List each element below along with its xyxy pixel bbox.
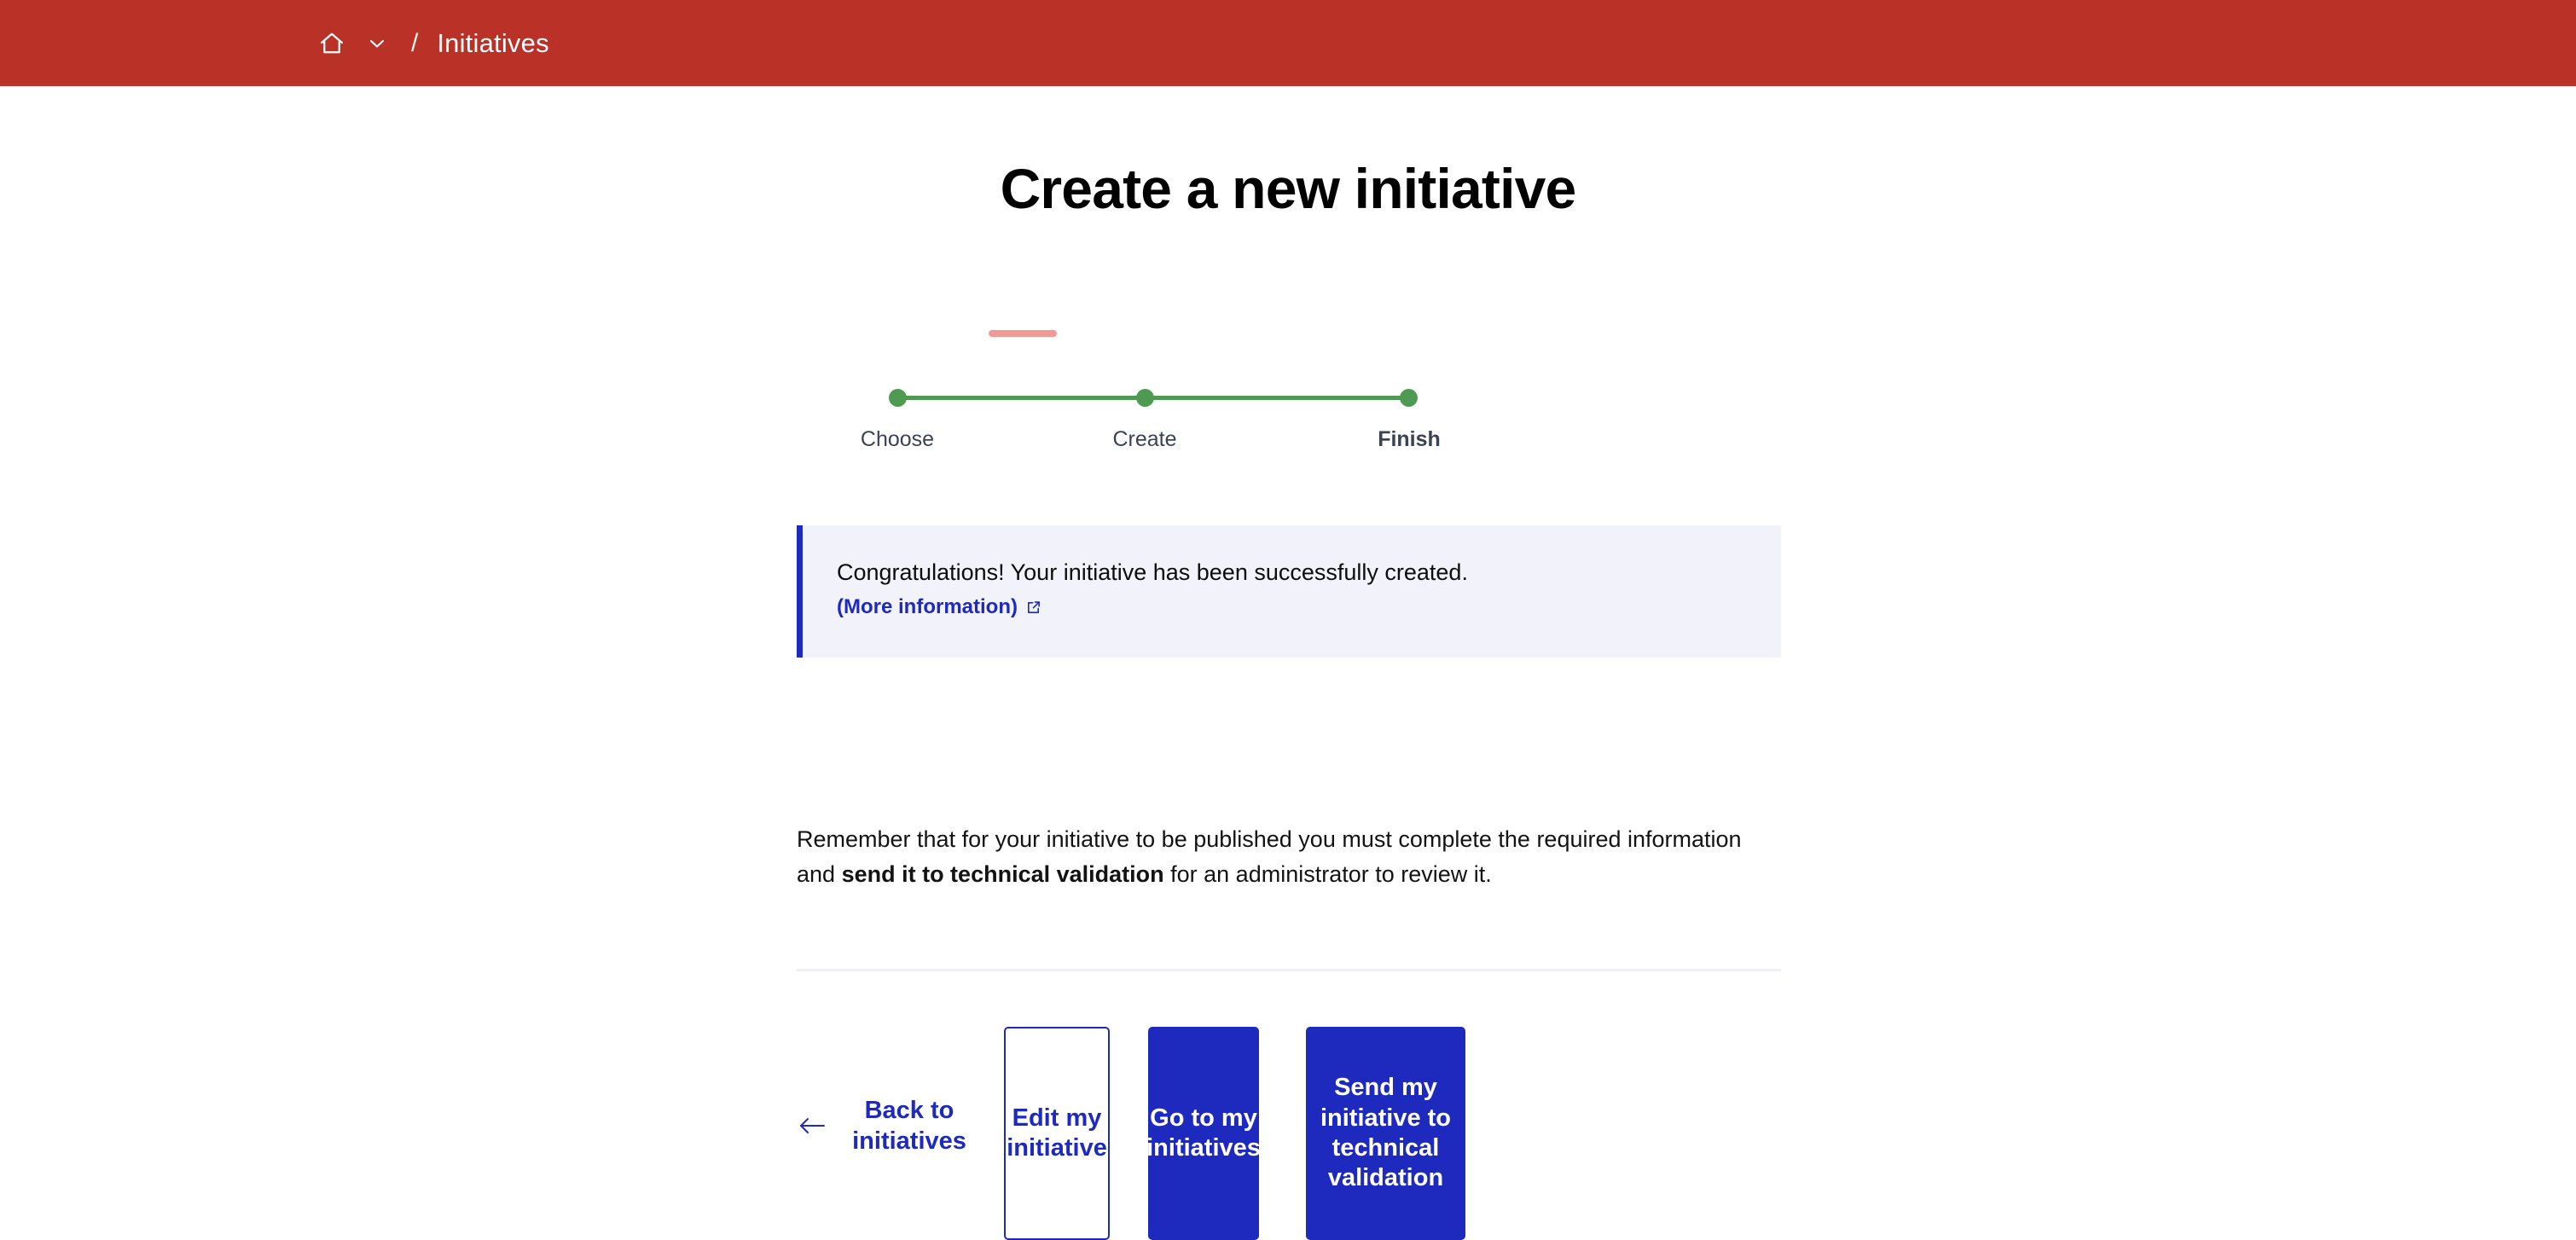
breadcrumb: / Initiatives	[314, 26, 549, 61]
success-message: Congratulations! Your initiative has bee…	[837, 559, 1468, 585]
page-title: Create a new initiative	[1000, 157, 1577, 220]
page-content: Create a new initiative Choose Create Fi…	[0, 86, 2576, 1240]
breadcrumb-current-page[interactable]: Initiatives	[437, 27, 549, 58]
back-to-initiatives-link[interactable]: Back to initiatives	[798, 1095, 978, 1157]
action-bar: Back to initiatives Edit my initiative G…	[797, 1027, 1781, 1240]
section-divider	[797, 969, 1781, 971]
back-to-initiatives-label: Back to initiatives	[852, 1097, 966, 1156]
success-callout: Congratulations! Your initiative has bee…	[797, 525, 1781, 658]
stepper-dot-create[interactable]	[1136, 389, 1154, 407]
chevron-down-icon[interactable]	[358, 26, 396, 61]
title-accent-underline	[989, 330, 1057, 337]
progress-stepper: Choose Create Finish	[861, 363, 1441, 451]
stepper-label-create: Create	[1112, 427, 1177, 451]
publication-notice: Remember that for your initiative to be …	[797, 822, 1752, 892]
edit-my-initiative-button[interactable]: Edit my initiative	[1004, 1027, 1110, 1240]
notice-text-bold: send it to technical validation	[841, 861, 1164, 888]
more-information-label: (More information)	[837, 595, 1018, 619]
stepper-dot-finish[interactable]	[1400, 389, 1418, 407]
notice-text-after: for an administrator to review it.	[1163, 861, 1492, 888]
external-link-icon	[1025, 600, 1041, 616]
page-title-wrapper: Create a new initiative	[0, 86, 2576, 337]
more-information-link[interactable]: (More information)	[837, 595, 1041, 619]
notice-text-before: Remember that for your initiative to be …	[797, 826, 1742, 888]
home-icon[interactable]	[314, 26, 350, 61]
stepper-dot-choose[interactable]	[889, 389, 907, 407]
top-navigation-bar: / Initiatives	[0, 0, 2576, 86]
stepper-label-choose: Choose	[860, 427, 935, 451]
breadcrumb-separator: /	[411, 28, 419, 57]
stepper-label-finish: Finish	[1378, 427, 1441, 451]
go-to-my-initiatives-button[interactable]: Go to my initiatives	[1146, 1027, 1261, 1240]
send-to-technical-validation-button[interactable]: Send my initiative to technical validati…	[1306, 1027, 1465, 1240]
arrow-left-icon	[798, 1116, 826, 1135]
